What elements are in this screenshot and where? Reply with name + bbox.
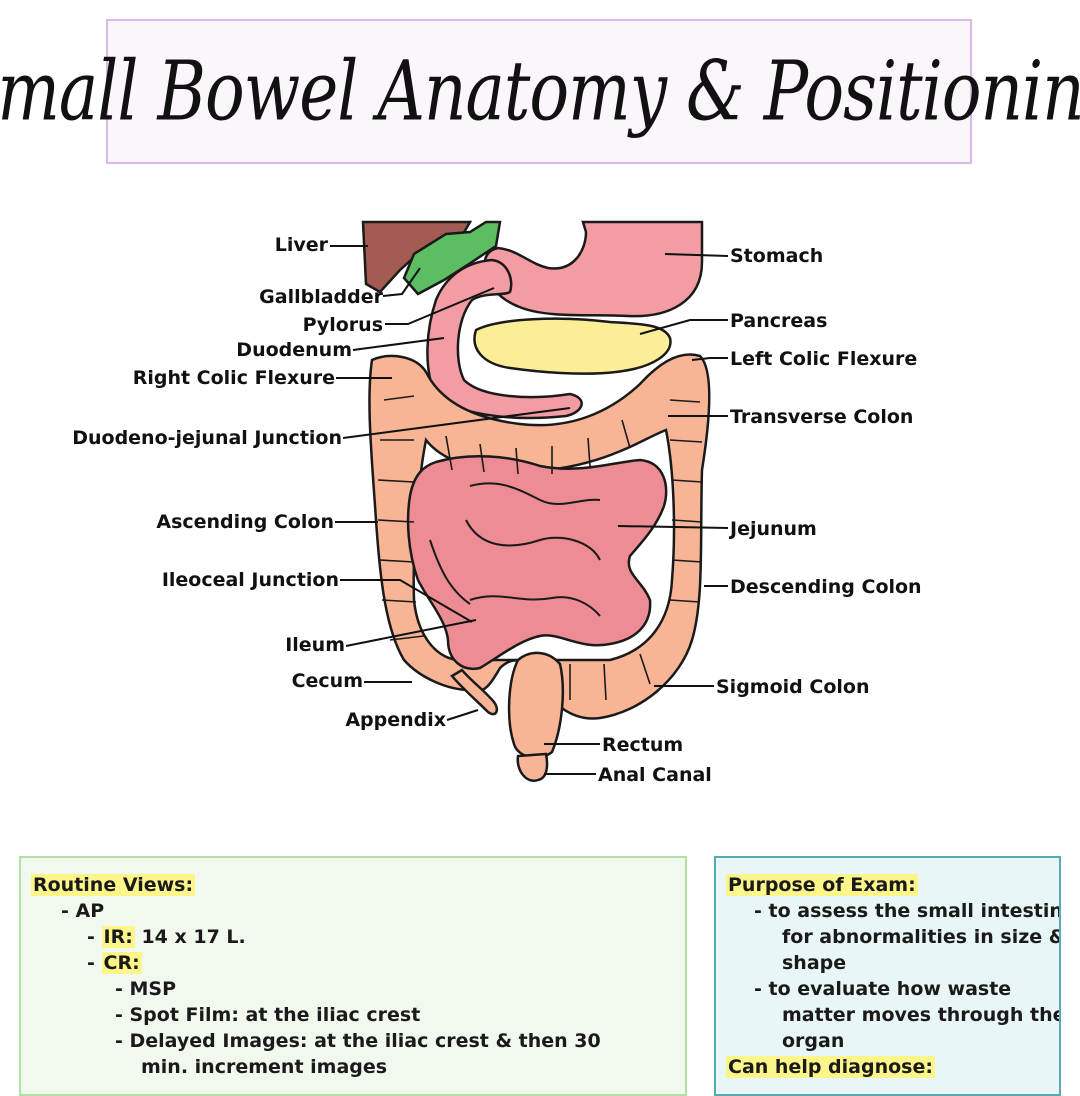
digestive-diagram: Liver Gallbladder Pylorus Duodenum Right… <box>72 220 922 786</box>
label-liver: Liver <box>275 234 329 256</box>
appendix-shape <box>450 668 499 716</box>
leader-lines <box>330 245 729 775</box>
stomach-shape <box>483 220 704 318</box>
anal-canal-shape <box>516 752 549 782</box>
delayed-images-cont: min. increment images <box>141 1056 388 1078</box>
spot-film-item: - Spot Film: at the iliac crest <box>115 1004 421 1026</box>
purpose-heading: Purpose of Exam: <box>726 874 918 896</box>
label-ascending-colon: Ascending Colon <box>156 511 334 533</box>
label-transverse-colon: Transverse Colon <box>730 406 913 428</box>
purpose-item-2-cont: matter moves through the <box>782 1004 1061 1026</box>
purpose-item-2-cont2: organ <box>782 1030 845 1052</box>
intestine-loop-lines <box>429 482 601 617</box>
label-pylorus: Pylorus <box>303 314 383 336</box>
title-banner: Small Bowel Anatomy & Positioning <box>0 19 1080 164</box>
purpose-item-1-cont: for abnormalities in size & <box>782 926 1061 948</box>
purpose-item-2: - to evaluate how waste <box>754 978 1012 1000</box>
msp-item: - MSP <box>115 978 177 1000</box>
label-jejunum: Jejunum <box>728 518 817 540</box>
haustra-lines <box>377 395 703 701</box>
routine-views-panel: Routine Views: - AP - IR: 14 x 17 L. - C… <box>19 856 687 1096</box>
purpose-item-1: - to assess the small intestine <box>754 900 1061 922</box>
cr-label: CR: <box>101 952 142 974</box>
ir-value: 14 x 17 L. <box>134 926 246 948</box>
label-stomach: Stomach <box>730 245 823 267</box>
label-ileum: Ileum <box>285 634 345 656</box>
small-intestine-shape <box>406 455 668 671</box>
page-title: Small Bowel Anatomy & Positioning <box>0 43 1080 140</box>
label-right-colic-flexure: Right Colic Flexure <box>133 367 335 389</box>
routine-views-heading: Routine Views: <box>31 874 196 896</box>
label-appendix: Appendix <box>345 709 446 731</box>
ir-label: IR: <box>101 926 135 948</box>
rectum-shape <box>507 651 565 759</box>
label-sigmoid-colon: Sigmoid Colon <box>716 676 869 698</box>
purpose-panel: Purpose of Exam: - to assess the small i… <box>714 856 1061 1096</box>
label-duodeno-jejunal-junction: Duodeno-jejunal Junction <box>72 427 342 449</box>
label-gallbladder: Gallbladder <box>259 286 383 308</box>
diagnose-heading: Can help diagnose: <box>726 1056 935 1078</box>
label-pancreas: Pancreas <box>730 310 827 332</box>
purpose-item-1-cont2: shape <box>782 952 847 974</box>
gallbladder-shape <box>402 220 502 296</box>
label-ileocecal-junction: Ileoceal Junction <box>162 569 339 591</box>
label-duodenum: Duodenum <box>236 339 352 361</box>
ir-item: - IR: 14 x 17 L. <box>87 926 246 948</box>
label-left-colic-flexure: Left Colic Flexure <box>730 348 917 370</box>
label-cecum: Cecum <box>292 670 363 692</box>
ap-item: - AP <box>61 900 105 922</box>
label-rectum: Rectum <box>602 734 683 756</box>
label-descending-colon: Descending Colon <box>730 576 922 598</box>
cr-item: - CR: <box>87 952 142 974</box>
label-anal-canal: Anal Canal <box>598 764 712 786</box>
pancreas-shape <box>473 317 672 375</box>
delayed-images-item: - Delayed Images: at the iliac crest & t… <box>115 1030 601 1052</box>
